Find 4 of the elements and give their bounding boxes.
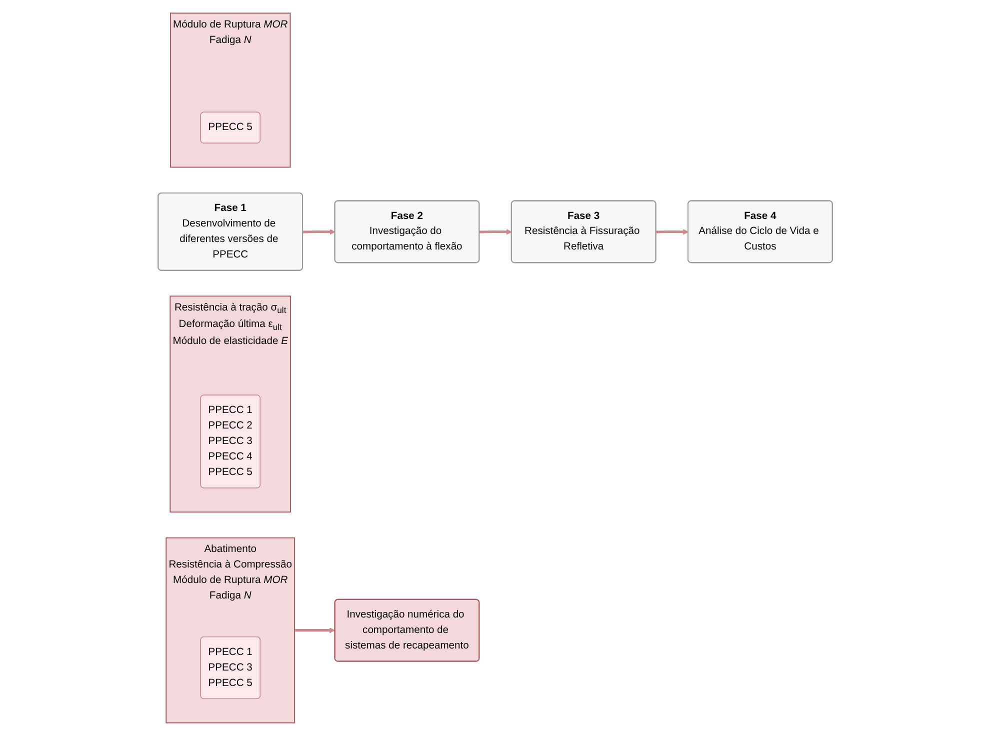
arrow [480,228,512,234]
arrow [656,228,689,234]
arrow [303,228,336,234]
arrow [294,627,336,633]
